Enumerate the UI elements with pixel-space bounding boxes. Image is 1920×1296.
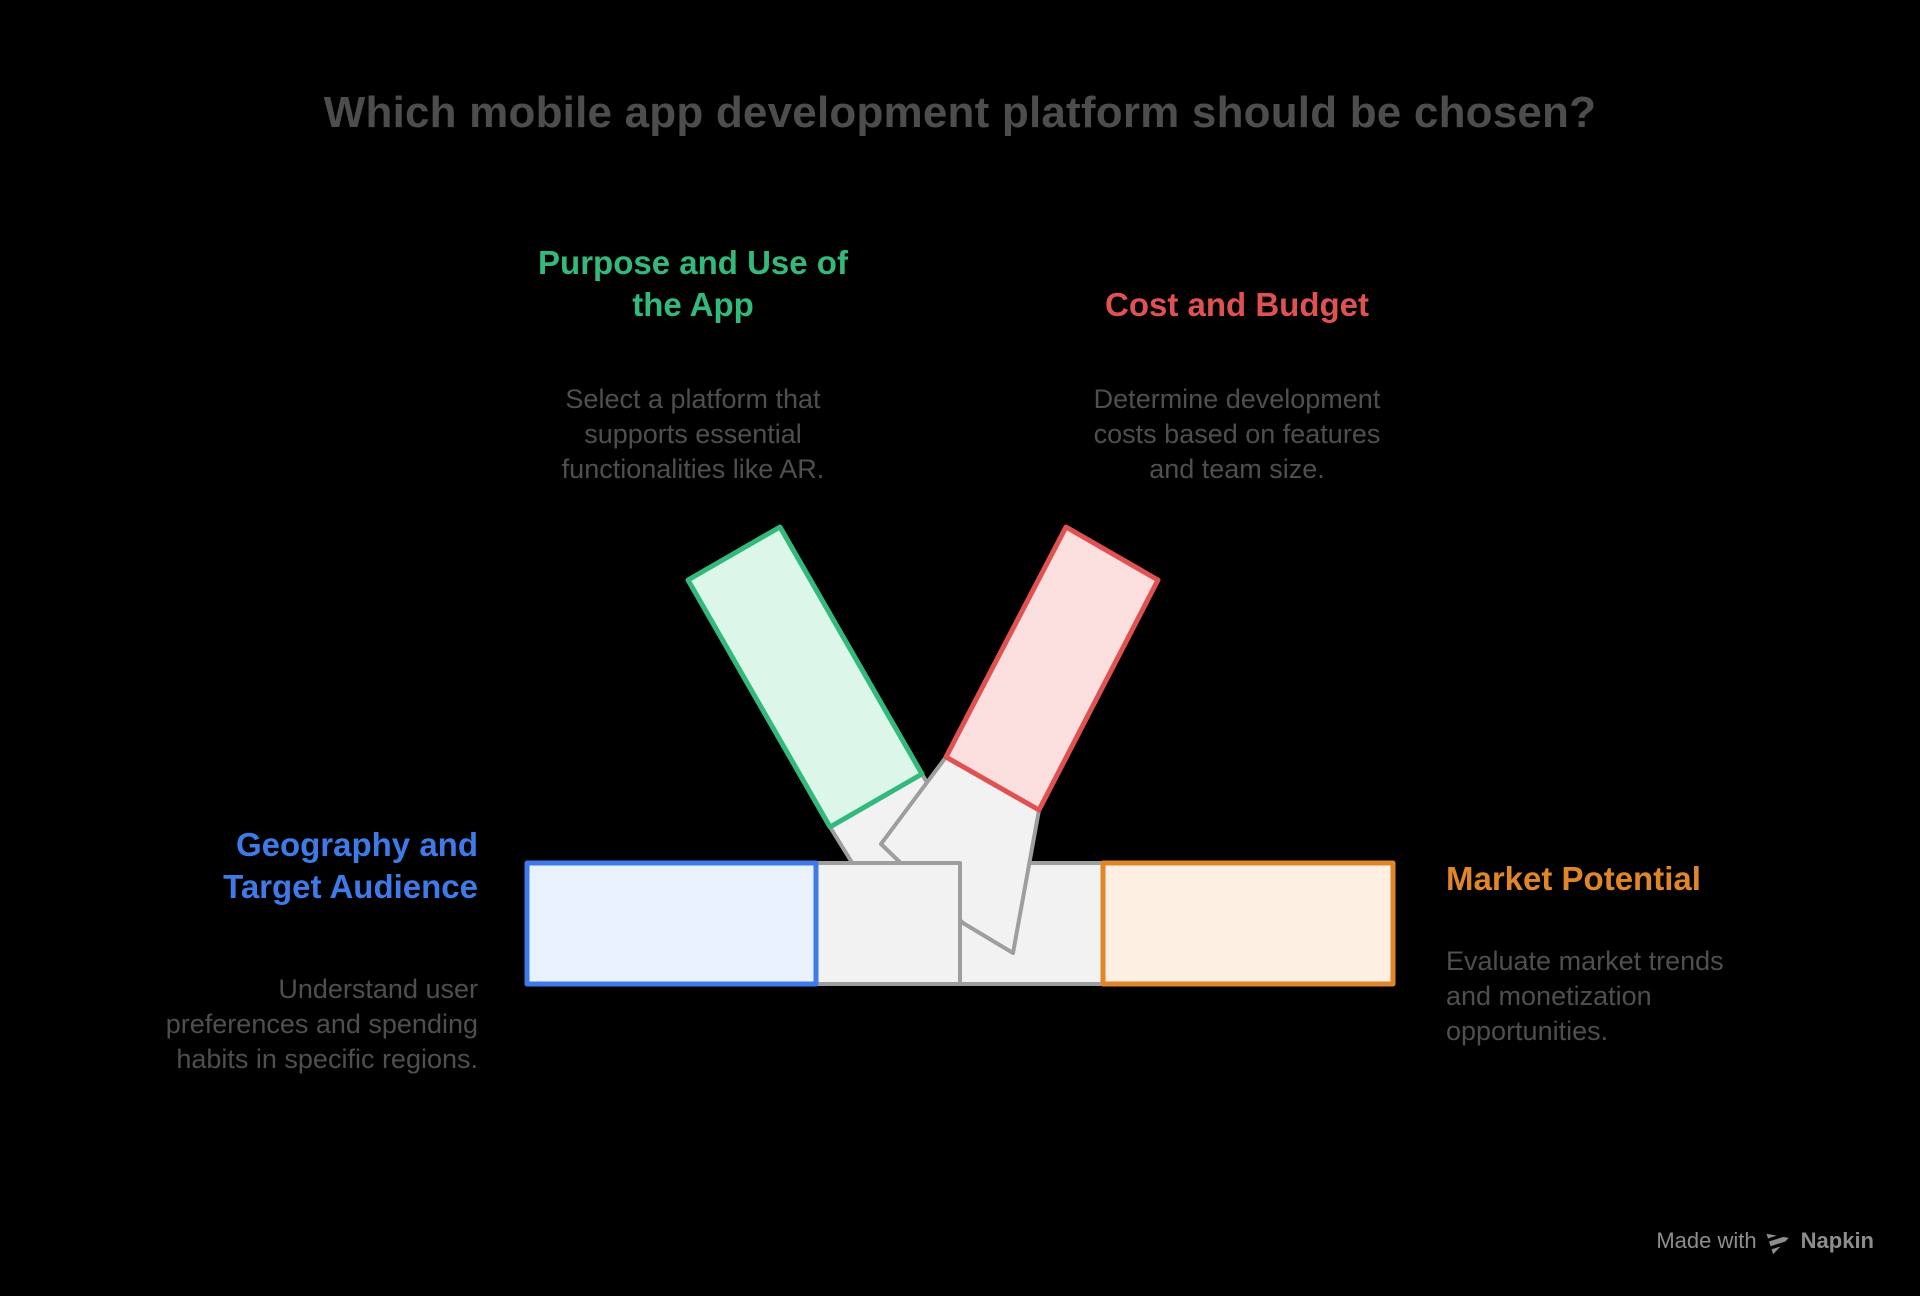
horizontal-bar-neutral-segment-left [814, 861, 962, 986]
purpose-bar [685, 524, 925, 830]
made-with-label: Made with [1656, 1228, 1757, 1253]
factor-cost: Cost and Budget Determine development co… [1027, 266, 1447, 505]
factor-cost-description: Determine development costs based on fea… [1093, 384, 1381, 484]
factor-geography-description: Understand user preferences and spending… [165, 974, 478, 1074]
made-with-napkin-watermark: Made with Napkin [1656, 1228, 1874, 1254]
geography-bar [524, 860, 819, 987]
factor-market: Market Potential Evaluate market trends … [1446, 840, 1866, 1067]
factor-market-description: Evaluate market trends and monetization … [1446, 946, 1724, 1046]
napkin-brand-label: Napkin [1800, 1228, 1874, 1253]
factor-geography-heading: Geography and Target Audience [223, 826, 478, 905]
napkin-logo-icon [1766, 1228, 1792, 1254]
factor-purpose: Purpose and Use of the App Select a plat… [483, 224, 903, 505]
factor-cost-heading: Cost and Budget [1105, 286, 1369, 323]
factor-geography: Geography and Target Audience Understand… [78, 806, 478, 1095]
factor-market-heading: Market Potential [1446, 860, 1701, 897]
market-bar [1100, 860, 1396, 987]
factor-purpose-heading: Purpose and Use of the App [538, 244, 848, 323]
cost-bar [943, 524, 1161, 813]
page-title: Which mobile app development platform sh… [323, 88, 1597, 137]
factor-purpose-description: Select a platform that supports essentia… [561, 384, 825, 484]
